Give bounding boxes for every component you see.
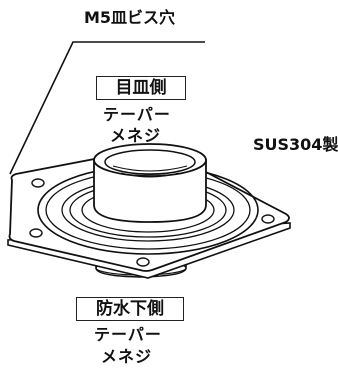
screw-hole-bottom (136, 257, 150, 267)
flange-drawing (7, 41, 291, 279)
leader-line (9, 41, 205, 175)
upper-neck (93, 159, 207, 223)
screw-hole-callout: M5皿ビス穴 (84, 8, 176, 27)
thread-line-1 (112, 165, 188, 172)
screw-hole-right (261, 214, 275, 224)
bottom-thread-line1: テーパー (94, 325, 162, 344)
top-side-label: 目皿側 (96, 76, 186, 100)
top-thread-line2: メネジ (110, 126, 162, 145)
bottom-thread-line2: メネジ (101, 347, 153, 366)
screw-hole-left-lower (29, 228, 43, 238)
product-diagram: M5皿ビス穴 目皿側 テーパー メネジ SUS304製 防水下側 テーパー メネ… (7, 8, 338, 366)
bottom-side-label: 防水下側 (76, 297, 184, 321)
material-label: SUS304製 (253, 135, 338, 154)
thread-line-3 (120, 172, 180, 178)
thread-line-2 (115, 169, 185, 175)
screw-hole-left (31, 178, 45, 188)
top-thread-line1: テーパー (103, 105, 171, 124)
